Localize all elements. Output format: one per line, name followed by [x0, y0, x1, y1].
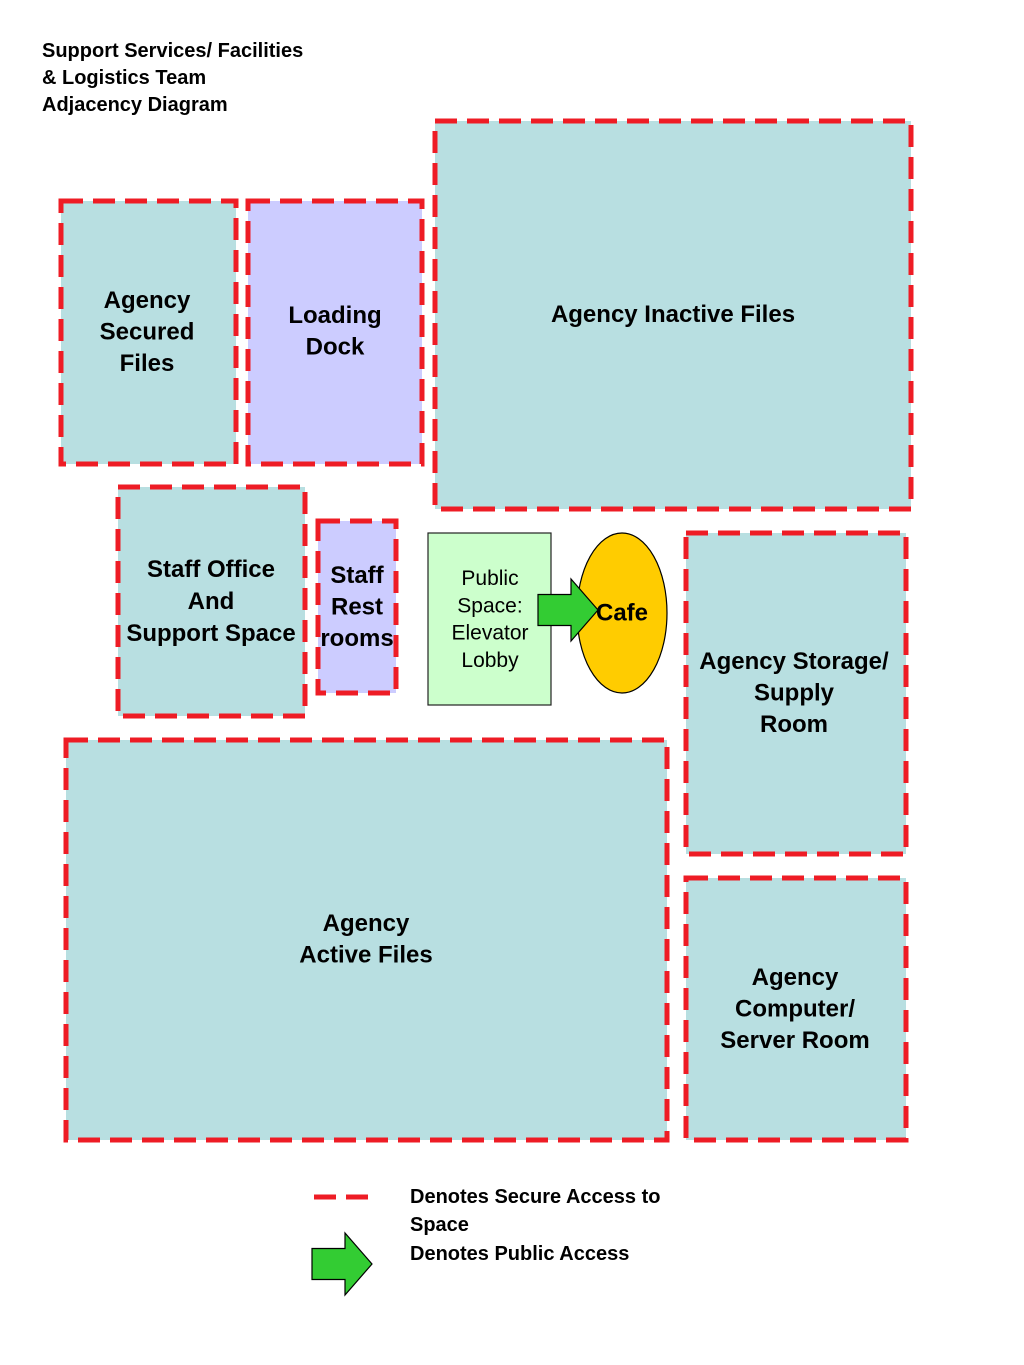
room-outline	[245, 198, 425, 467]
room-label-line: Room	[760, 711, 828, 738]
legend-public-access-label: Denotes Public Access	[410, 1243, 630, 1265]
legend	[311, 1194, 376, 1297]
diagram-title: Support Services/ Facilities & Logistics…	[42, 40, 304, 116]
room-label-line: Agency	[323, 910, 410, 937]
cafe: Cafe	[576, 532, 668, 694]
room-label-line: Public	[461, 567, 518, 590]
room-label-line: Rest	[331, 594, 383, 621]
room-outline	[63, 737, 670, 1143]
legend-public-arrow-icon	[311, 1231, 373, 1297]
room-label-line: rooms	[320, 625, 393, 652]
room-agency-inactive-files: Agency Inactive Files	[432, 118, 914, 512]
room-label-line: Supply	[754, 680, 835, 707]
cafe-label: Cafe	[596, 599, 648, 626]
room-label-line: Dock	[306, 334, 365, 361]
room-outline	[432, 118, 914, 512]
legend-secure-access-label: Denotes Secure Access to Space	[410, 1186, 661, 1236]
room-label-line: Support Space	[126, 620, 295, 647]
room-label-line: Files	[120, 350, 175, 377]
room-label-line: Space:	[457, 594, 522, 617]
room-label-line: Active Files	[299, 942, 432, 969]
room-outline	[58, 198, 239, 467]
room-label-line: Staff	[330, 562, 384, 589]
public-access-arrow-icon	[537, 577, 599, 643]
room-label-line: Server Room	[720, 1027, 869, 1054]
room-label-line: And	[188, 588, 235, 615]
room-label-line: Lobby	[461, 648, 519, 671]
room-outline	[115, 484, 308, 719]
room-label-line: Agency Inactive Files	[551, 301, 795, 328]
room-outline	[427, 532, 552, 706]
room-outline	[315, 518, 399, 696]
room-outline	[683, 530, 909, 857]
room-label-line: Staff Office	[147, 556, 275, 583]
room-label-line: Agency	[104, 287, 191, 314]
room-label-line: Agency Storage/	[699, 648, 889, 675]
room-label-line: Loading	[288, 302, 381, 329]
room-label-line: Secured	[100, 319, 195, 346]
room-label: Agency Inactive Files	[551, 301, 795, 328]
room-label-line: Elevator	[451, 621, 528, 644]
room-outline	[683, 875, 909, 1143]
room-label-line: Agency	[752, 964, 839, 991]
room-label-line: Computer/	[735, 996, 855, 1023]
